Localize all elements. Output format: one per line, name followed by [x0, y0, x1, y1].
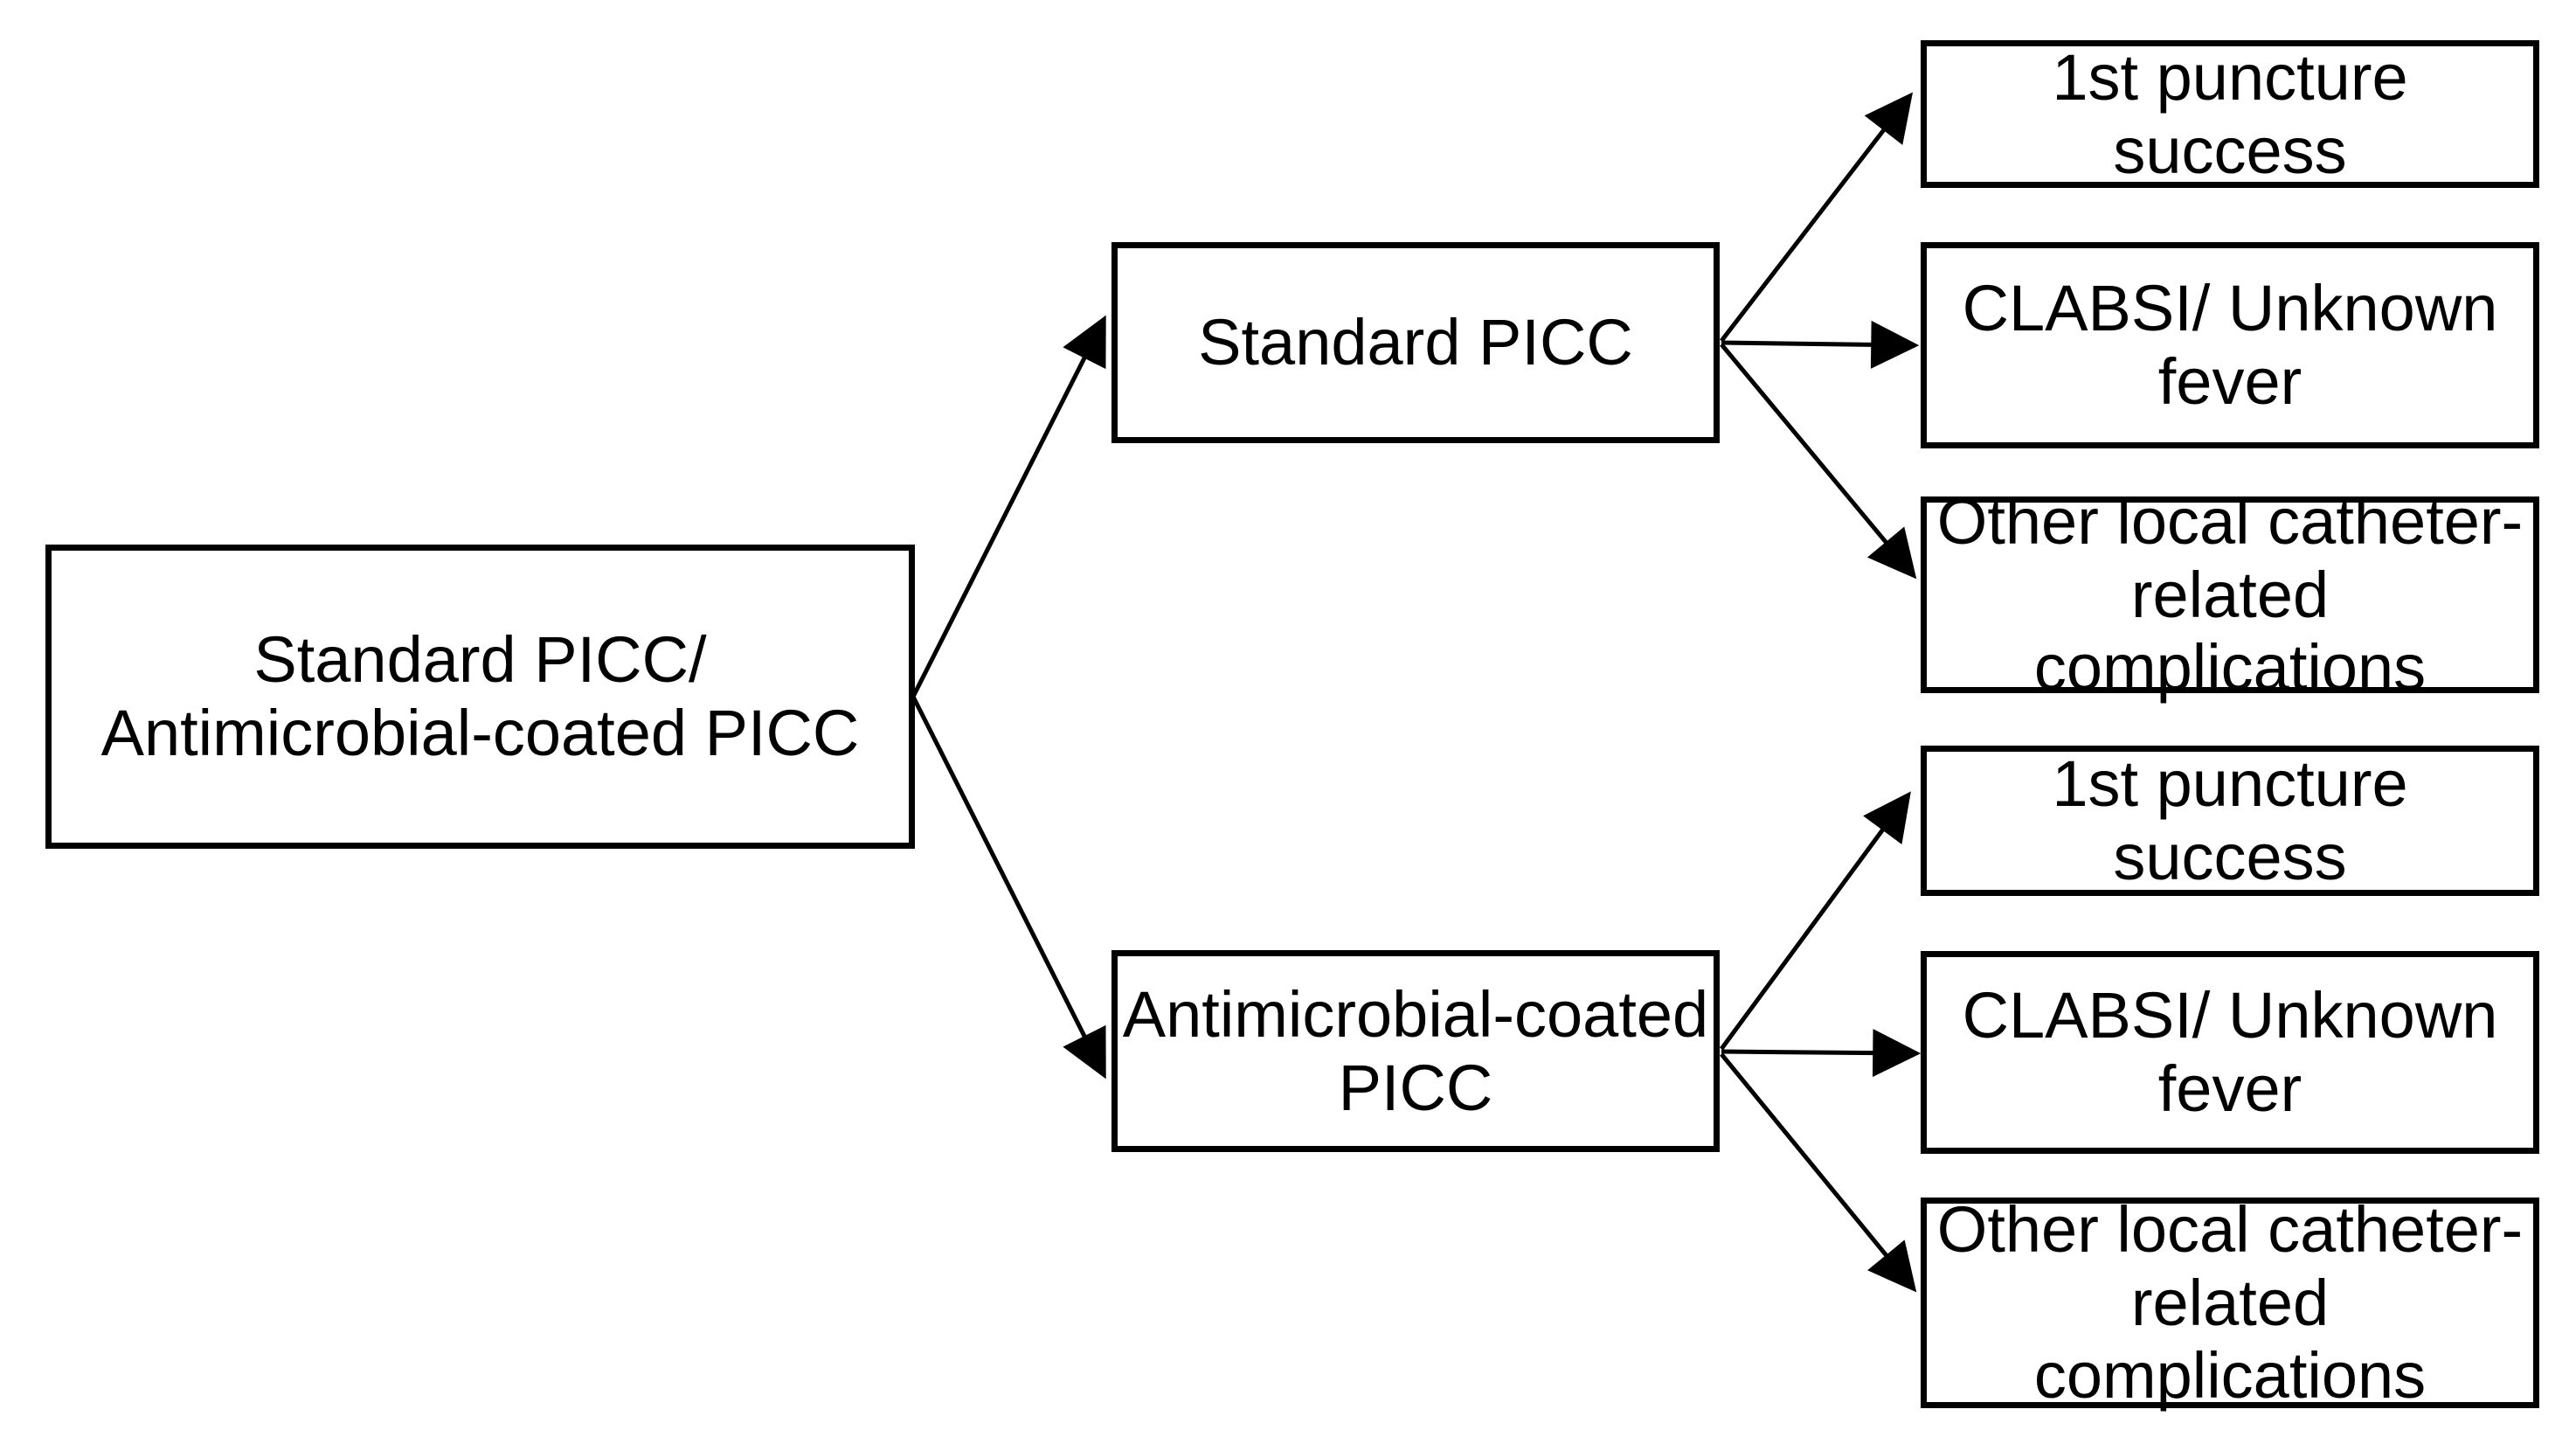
- edge-root-standard-picc: [911, 315, 1106, 698]
- node-std-other-local-complications-label: Other local catheter- related complicati…: [1936, 485, 2524, 705]
- node-amc-1st-puncture-success-label: 1st puncture success: [2052, 747, 2408, 893]
- node-standard-picc-label: Standard PICC: [1198, 306, 1633, 379]
- node-antimicrobial-picc-label: Antimicrobial-coated PICC: [1122, 977, 1709, 1124]
- edge-antimicrobial-picc-1st-puncture: [1719, 791, 1911, 1051]
- edge-antimicrobial-picc-other: [1720, 1052, 1917, 1293]
- edge-standard-picc-1st-puncture: [1720, 92, 1914, 343]
- node-standard-picc: Standard PICC: [1111, 242, 1720, 443]
- node-antimicrobial-picc: Antimicrobial-coated PICC: [1111, 950, 1720, 1152]
- node-amc-other-local-complications-label: Other local catheter- related complicati…: [1936, 1193, 2524, 1413]
- edge-standard-picc-other: [1720, 343, 1917, 580]
- edge-standard-picc-clabsi: [1721, 320, 1920, 369]
- edge-antimicrobial-picc-clabsi: [1721, 1029, 1922, 1078]
- node-amc-clabsi-unknown-fever-label: CLABSI/ Unknown fever: [1962, 979, 2498, 1125]
- node-std-1st-puncture-success: 1st puncture success: [1921, 40, 2539, 188]
- node-amc-1st-puncture-success: 1st puncture success: [1921, 746, 2539, 896]
- node-root: Standard PICC/ Antimicrobial-coated PICC: [45, 545, 915, 849]
- node-amc-clabsi-unknown-fever: CLABSI/ Unknown fever: [1921, 951, 2539, 1154]
- edge-root-antimicrobial-picc: [911, 695, 1106, 1080]
- node-root-label: Standard PICC/ Antimicrobial-coated PICC: [100, 623, 860, 769]
- node-amc-other-local-complications: Other local catheter- related complicati…: [1921, 1193, 2539, 1412]
- node-std-clabsi-unknown-fever: CLABSI/ Unknown fever: [1921, 242, 2539, 448]
- node-std-other-local-complications: Other local catheter- related complicati…: [1921, 485, 2539, 704]
- node-std-clabsi-unknown-fever-label: CLABSI/ Unknown fever: [1962, 272, 2498, 418]
- node-std-1st-puncture-success-label: 1st puncture success: [2052, 40, 2408, 187]
